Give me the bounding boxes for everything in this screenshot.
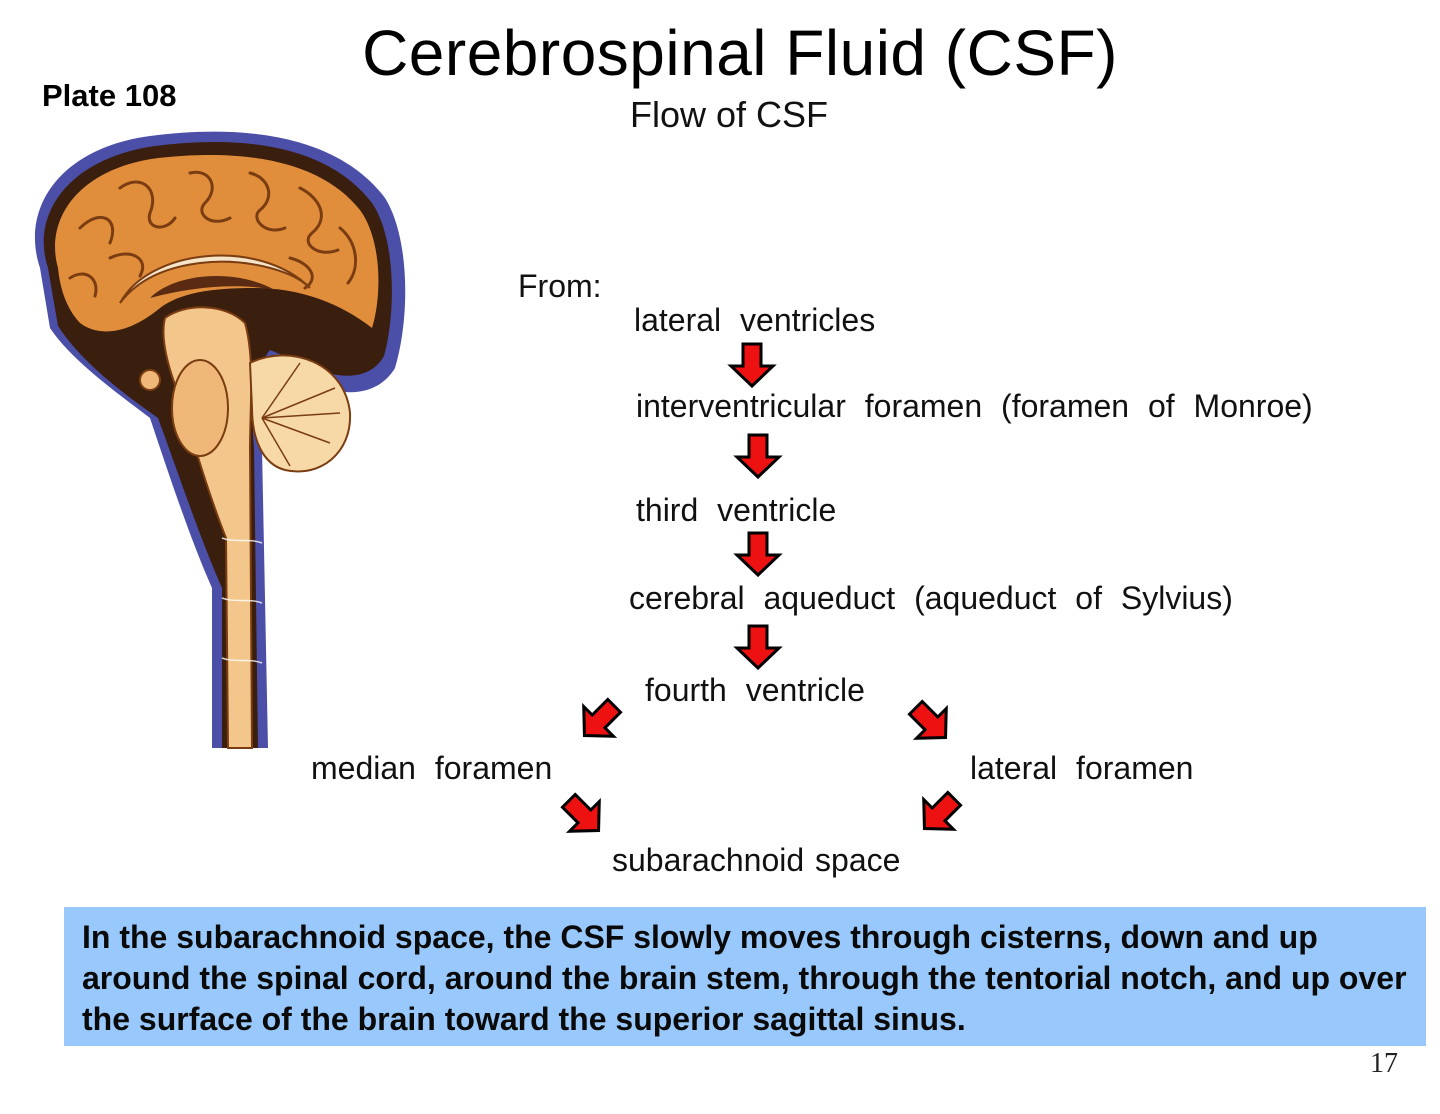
- slide-title: Cerebrospinal Fluid (CSF): [362, 17, 1118, 89]
- note-text: In the subarachnoid space, the CSF slowl…: [82, 919, 1407, 1037]
- page-number: 17: [1370, 1048, 1398, 1079]
- flow-node-cerebral-aqueduct: cerebral aqueduct (aqueduct of Sylvius): [629, 580, 1233, 616]
- slide-subtitle: Flow of CSF: [630, 94, 829, 135]
- flow-node-subarachnoid-space: subarachnoid space: [612, 842, 901, 878]
- flow-node-interventricular-foramen: interventricular foramen (foramen of Mon…: [636, 388, 1313, 424]
- arrow-lateral-to-subarachnoid: [908, 782, 971, 845]
- flow-node-lateral-foramen: lateral foramen: [970, 750, 1194, 786]
- arrow-down-2: [735, 433, 781, 479]
- note-box: In the subarachnoid space, the CSF slowl…: [64, 907, 1426, 1046]
- brain-sagittal-section-icon: [34, 131, 406, 749]
- flow-node-third-ventricle: third ventricle: [636, 492, 837, 528]
- flow-node-median-foramen: median foramen: [311, 750, 553, 786]
- arrow-median-to-subarachnoid: [552, 784, 615, 847]
- arrow-down-1: [729, 342, 775, 388]
- arrow-down-3: [735, 531, 781, 577]
- flow-node-fourth-ventricle: fourth ventricle: [645, 672, 865, 708]
- flow-node-lateral-ventricles: lateral ventricles: [634, 302, 876, 338]
- arrow-to-lateral-foramen: [899, 691, 962, 754]
- from-label: From:: [518, 268, 602, 304]
- plate-label: Plate 108: [42, 78, 177, 113]
- arrow-to-median-foramen: [568, 689, 631, 752]
- arrow-down-4: [735, 624, 781, 670]
